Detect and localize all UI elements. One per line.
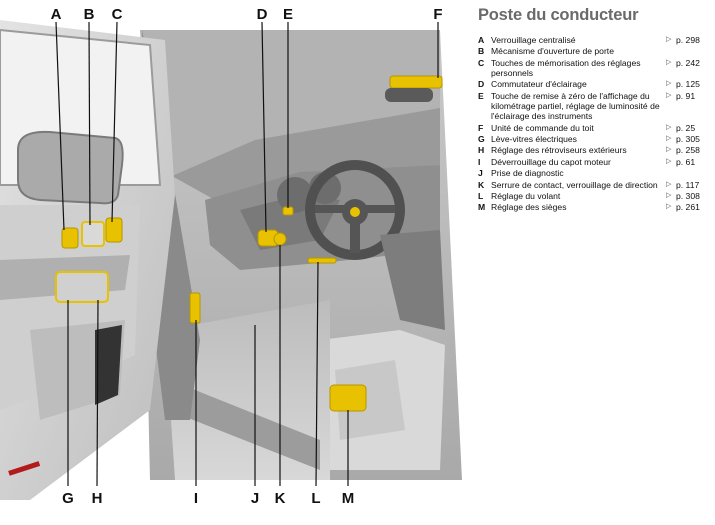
item-letter: L [478,190,484,201]
control-m [329,384,367,412]
item-label: Verrouillage centralisé [491,35,576,45]
item-label: Réglage des sièges [491,202,567,213]
item-label: Prise de diagnostic [491,168,564,179]
page-title: Poste du conducteur [478,6,639,24]
item-letter: I [478,156,481,167]
page-arrow-icon: ▷ [666,146,672,154]
control-g [55,271,109,303]
callout-l: L [311,490,320,507]
page-arrow-icon: ▷ [666,180,672,188]
page-arrow-icon: ▷ [666,134,672,142]
legend-item-b: B Mécanisme d'ouverture de porte [478,46,710,56]
item-label: Touche de remise à zéro de l'affichage d… [491,90,660,122]
item-label: Serrure de contact, verrouillage de dire… [491,179,658,190]
item-letter: F [478,122,484,133]
center-console [380,230,445,330]
legend-item-a: A Verrouillage centralisé ▷ p. 298 [478,35,710,45]
item-letter: M [478,202,486,213]
page-arrow-icon: ▷ [666,80,672,88]
item-page-link [676,168,710,178]
legend-item-e: E Touche de remise à zéro de l'affichage … [478,91,710,122]
item-label: Touches de mémorisation des réglages per… [491,57,641,78]
callout-i: I [194,490,198,507]
item-page-link [676,46,710,56]
item-page-link[interactable]: p. 25 [676,122,696,133]
item-letter: J [478,168,483,179]
steering-wheel [305,160,405,260]
item-page-link[interactable]: p. 117 [676,179,700,190]
windshield [172,108,440,200]
item-label: Unité de commande du toit [491,122,594,133]
item-letter: E [478,90,484,101]
callout-b: B [84,6,95,23]
item-letter: C [478,57,485,68]
control-k [273,232,287,246]
legend-item-l: L Réglage du volant ▷ p. 308 [478,191,710,201]
item-letter: K [478,179,485,190]
legend-item-j: J Prise de diagnostic [478,168,710,178]
item-label: Réglage des rétroviseurs extérieurs [491,145,627,156]
callout-d: D [257,6,268,23]
legend-panel: Poste du conducteur A Verrouillage centra… [478,6,710,214]
item-label: Lève-vitres électriques [491,133,577,144]
control-e [282,206,294,216]
roof-lining [140,30,440,180]
callout-a: A [51,6,62,23]
page-arrow-icon: ▷ [666,191,672,199]
callout-c: C [112,6,123,23]
item-label: Déverrouillage du capot moteur [491,156,611,167]
control-l [307,257,337,264]
item-page-link[interactable]: p. 242 [676,57,700,68]
legend-list: A Verrouillage centralisé ▷ p. 298 B Mécanis… [478,35,710,213]
item-label: Réglage du volant [491,190,561,201]
side-mirror [17,130,124,205]
item-page-link[interactable]: p. 261 [676,202,700,213]
page-arrow-icon: ▷ [666,157,672,165]
item-page-link[interactable]: p. 125 [676,79,700,90]
control-b [81,221,105,247]
item-letter: B [478,46,485,57]
item-page-link[interactable]: p. 298 [676,35,700,45]
legend-item-h: H Réglage des rétroviseurs extérieurs ▷ p. … [478,145,710,155]
item-letter: G [478,133,485,144]
legend-item-g: G Lève-vitres électriques ▷ p. 305 [478,134,710,144]
item-page-link[interactable]: p. 258 [676,145,700,156]
legend-item-d: D Commutateur d'éclairage ▷ p. 125 [478,79,710,89]
control-a [61,227,79,249]
item-letter: A [478,35,485,45]
control-c [105,217,123,243]
page-arrow-icon: ▷ [666,58,672,66]
callout-k: K [275,490,286,507]
page-arrow-icon: ▷ [666,203,672,211]
item-letter: D [478,79,485,90]
callout-e: E [283,6,293,23]
callout-f: F [433,6,442,23]
callout-g: G [62,490,74,507]
page-arrow-icon: ▷ [666,36,672,43]
item-page-link[interactable]: p. 305 [676,133,700,144]
page-arrow-icon: ▷ [666,91,672,99]
legend-item-i: I Déverrouillage du capot moteur ▷ p. 61 [478,157,710,167]
item-label: Mécanisme d'ouverture de porte [491,46,614,57]
control-i [189,292,201,324]
control-f [389,75,443,89]
cockpit-illustration: A B C D E F G H I J K L M [0,6,462,507]
page-arrow-icon: ▷ [666,123,672,131]
callout-h: H [92,490,103,507]
legend-item-m: M Réglage des sièges ▷ p. 261 [478,202,710,212]
item-page-link[interactable]: p. 91 [676,90,696,101]
item-letter: H [478,145,485,156]
legend-item-f: F Unité de commande du toit ▷ p. 25 [478,123,710,133]
item-page-link[interactable]: p. 61 [676,156,696,167]
rearview-mirror [385,88,433,102]
callout-m: M [342,490,355,507]
item-label: Commutateur d'éclairage [491,79,587,90]
highlighted-controls [55,75,443,412]
legend-item-c: C Touches de mémorisation des réglages pe… [478,58,710,78]
callout-j: J [251,490,259,507]
legend-item-k: K Serrure de contact, verrouillage de dir… [478,180,710,190]
item-page-link[interactable]: p. 308 [676,190,700,201]
